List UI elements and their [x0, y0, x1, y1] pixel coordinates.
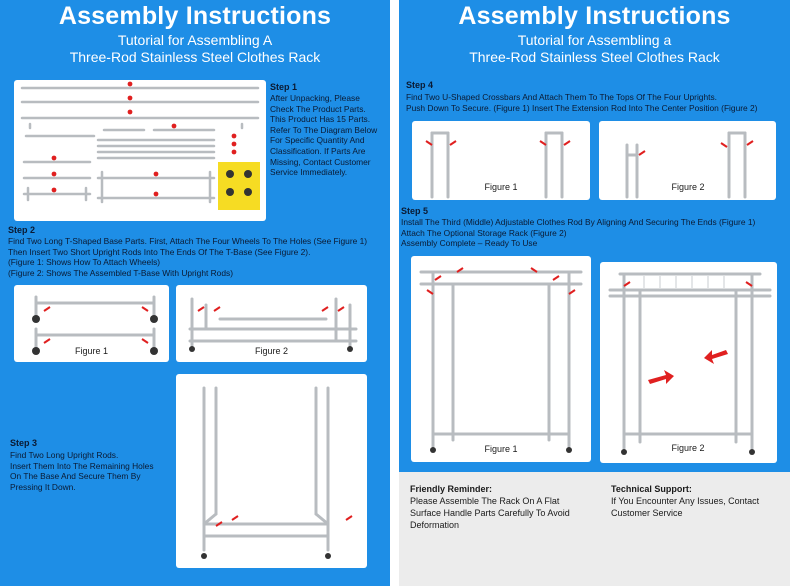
step1-text: After Unpacking, Please Check The Produc…	[270, 93, 378, 178]
step4-figure1-label: Figure 1	[484, 182, 518, 192]
step5-title: Step 5	[401, 206, 429, 216]
step2-figure2-label: Figure 2	[254, 346, 289, 356]
step4-title: Step 4	[406, 80, 434, 90]
step2-figure1-svg	[32, 295, 158, 355]
step5-text: Install The Third (Middle) Adjustable Cl…	[401, 217, 756, 249]
support-text: If You Encounter Any Issues, Contact Cus…	[611, 496, 760, 518]
step2-figure2: Figure 2	[176, 285, 367, 362]
panel-divider	[390, 0, 399, 586]
left-title: Assembly Instructions	[58, 2, 332, 30]
step5-figure1-label: Figure 1	[484, 444, 518, 454]
footer-notes: Friendly Reminder: Please Assemble The R…	[399, 472, 790, 586]
reminder-title: Friendly Reminder:	[410, 484, 493, 494]
step5-figure1-svg	[419, 267, 583, 453]
right-subtitle-line1: Tutorial for Assembling a	[517, 32, 672, 48]
step4-figure2-label: Figure 2	[671, 182, 705, 192]
step3-text: Find Two Long Upright Rods. Insert Them …	[10, 450, 154, 492]
step2-figure1-label: Figure 1	[74, 346, 109, 356]
step4-figure2-svg	[625, 131, 754, 199]
left-panel: Assembly Instructions Tutorial for Assem…	[0, 0, 390, 586]
left-subtitle-line2: Three-Rod Stainless Steel Clothes Rack	[69, 49, 321, 65]
step4-figure1-svg	[425, 131, 571, 199]
step5-figure2: Figure 2	[600, 262, 777, 463]
step2-title: Step 2	[8, 225, 36, 235]
wheel-pack	[218, 162, 260, 210]
step2-figure1: Figure 1	[14, 285, 169, 362]
support-title: Technical Support:	[611, 484, 692, 494]
step5-figure2-label: Figure 2	[671, 443, 705, 453]
step3-title: Step 3	[10, 438, 38, 448]
step4-figure1: Figure 1	[412, 121, 590, 200]
step2-figure2-svg	[188, 297, 358, 352]
step4-figure2: Figure 2	[599, 121, 776, 200]
right-subtitle-line2: Three-Rod Stainless Steel Clothes Rack	[469, 49, 720, 65]
parts-diagram-svg	[20, 81, 260, 210]
step3-figure	[176, 374, 367, 568]
step5-figure2-svg	[608, 272, 772, 455]
step3-figure-svg	[201, 386, 353, 559]
left-subtitle-line1: Tutorial for Assembling A	[117, 32, 273, 48]
right-panel: Assembly Instructions Tutorial for Assem…	[399, 0, 790, 586]
right-title: Assembly Instructions	[458, 2, 731, 30]
step5-figure1: Figure 1	[411, 256, 591, 462]
step4-text: Find Two U-Shaped Crossbars And Attach T…	[406, 92, 758, 113]
step5-figure2-arrows	[648, 350, 728, 384]
reminder-text: Please Assemble The Rack On A Flat Surfa…	[410, 496, 570, 530]
step1-title: Step 1	[270, 82, 298, 92]
step2-text: Find Two Long T-Shaped Base Parts. First…	[8, 236, 368, 278]
part-markers	[51, 81, 237, 197]
parts-diagram	[14, 80, 266, 221]
